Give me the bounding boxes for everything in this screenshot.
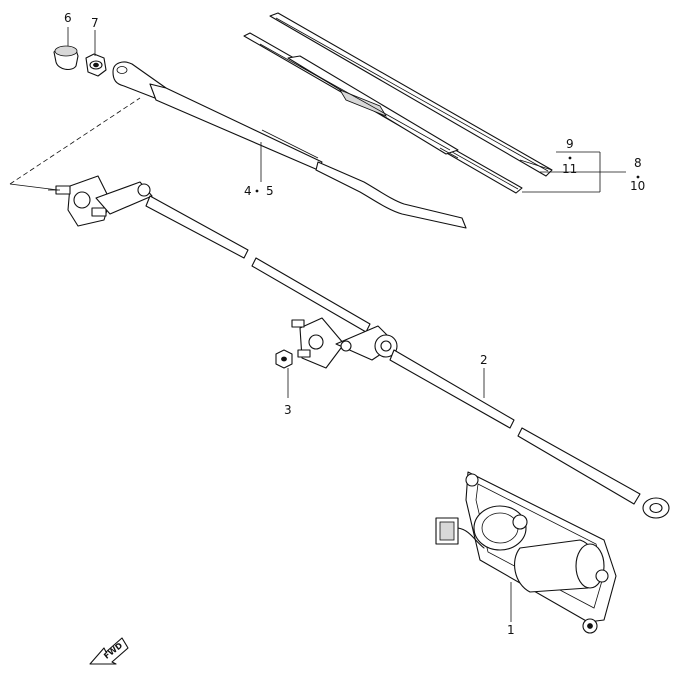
link-rod-upper: [145, 195, 371, 333]
leader-lines: [9, 27, 626, 622]
callout-10: 10: [630, 179, 645, 193]
callout-9: 9: [566, 137, 574, 151]
wiper-arm: [112, 61, 467, 229]
callout-7: 7: [91, 16, 99, 30]
wiper-blade: [243, 12, 553, 194]
arm-nut: [85, 53, 107, 77]
callout-5: 5: [266, 184, 274, 198]
callout-2: 2: [480, 353, 488, 367]
left-pivot: [48, 175, 153, 227]
callout-11: 11: [562, 162, 577, 176]
callout-1: 1: [507, 623, 515, 637]
center-pivot: [291, 317, 398, 369]
callout-3: 3: [284, 403, 292, 417]
callout-6: 6: [64, 11, 72, 25]
wiper-motor: [435, 471, 617, 634]
fwd-arrow: FWD: [89, 637, 129, 665]
pivot-nut: [275, 349, 293, 369]
link-rod-lower: [389, 349, 670, 519]
arm-cap: [53, 45, 79, 71]
callout-8: 8: [634, 156, 642, 170]
callout-4: 4: [244, 184, 252, 198]
callout-labels: 6 7 4 5 9 11 8 10 2 3 1: [64, 11, 645, 637]
